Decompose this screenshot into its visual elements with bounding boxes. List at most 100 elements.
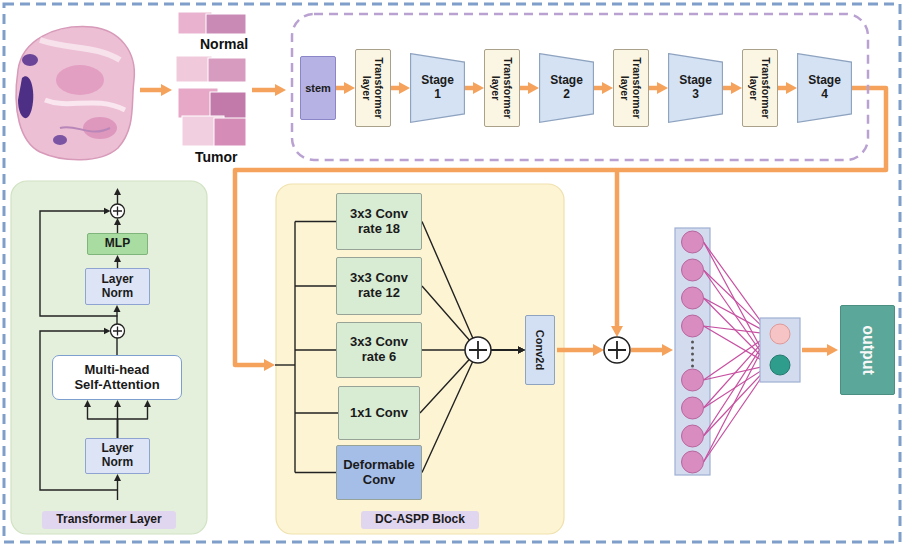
sum-symbol-part bbox=[608, 341, 626, 359]
fc-column bbox=[675, 228, 710, 475]
normal-patches-part bbox=[176, 56, 212, 82]
transformer-layer-panel: Transformer LayerMLPLayer NormMulti-head… bbox=[10, 180, 208, 535]
backbone-dashed-frame bbox=[292, 14, 868, 160]
outer-dashed-border bbox=[4, 4, 900, 542]
conv-box: 3x3 Conv rate 18 bbox=[336, 193, 422, 250]
node-label: 3x3 Conv rate 12 bbox=[337, 271, 421, 301]
sum-symbol-part bbox=[111, 324, 125, 338]
slide-image-part bbox=[83, 117, 117, 139]
neuron-ellipsis-part bbox=[691, 359, 694, 362]
branch-trunk-part bbox=[295, 285, 338, 286]
branch-trunk-part bbox=[275, 364, 295, 365]
neuron bbox=[682, 397, 704, 419]
neuron bbox=[682, 287, 704, 309]
layer-norm-box: Layer Norm bbox=[85, 268, 150, 305]
sum-symbol-part bbox=[469, 341, 487, 359]
output-box: output bbox=[840, 305, 895, 395]
panel-shape bbox=[11, 181, 207, 534]
neuron bbox=[682, 369, 704, 391]
flow-arrow bbox=[520, 86, 533, 91]
node-label: Stage 4 bbox=[805, 74, 845, 102]
output-neurons-part bbox=[770, 324, 790, 344]
normal-patches-part bbox=[208, 58, 246, 82]
conv2d-box: Conv2d bbox=[525, 315, 555, 385]
node-label: Layer Norm bbox=[86, 273, 149, 301]
conv-box: 3x3 Conv rate 6 bbox=[336, 322, 422, 378]
node-label: Stage 3 bbox=[676, 74, 716, 102]
node-label: Transformer layer bbox=[748, 53, 772, 123]
output-neurons-part bbox=[760, 318, 800, 382]
conv-box: Deformable Conv bbox=[336, 445, 422, 500]
stage-shape bbox=[540, 54, 594, 123]
transformer-box: Transformer layer bbox=[613, 49, 649, 127]
flow-arrow bbox=[594, 86, 607, 91]
neuron-ellipsis-part bbox=[691, 353, 694, 356]
flow-arrow-part bbox=[140, 88, 166, 93]
neuron-ellipsis-part bbox=[691, 365, 694, 368]
flow-arrow-part bbox=[615, 170, 620, 331]
flow-arrow bbox=[336, 86, 349, 91]
node-label: Layer Norm bbox=[86, 442, 149, 470]
flow-arrow-part bbox=[557, 348, 598, 353]
panel-title: Transformer Layer bbox=[42, 511, 175, 529]
residual-line-part bbox=[117, 478, 118, 500]
node-label: Deformable Conv bbox=[337, 458, 421, 488]
branch-trunk-part bbox=[295, 472, 338, 473]
branch-trunk-part bbox=[295, 221, 338, 222]
mlp-box: MLP bbox=[87, 233, 148, 255]
node-label: Stage 1 bbox=[418, 74, 458, 102]
node-label: stem bbox=[305, 82, 331, 95]
output-neurons-part bbox=[770, 355, 790, 375]
tumor-patches-part bbox=[214, 118, 246, 146]
neuron bbox=[682, 451, 704, 473]
stage-shape bbox=[798, 54, 852, 123]
layer-norm-box: Layer Norm bbox=[85, 438, 150, 474]
patch-label: Tumor bbox=[193, 149, 240, 165]
branch-trunk-part bbox=[295, 412, 338, 413]
slide-image-part bbox=[56, 65, 104, 95]
node-label: MLP bbox=[105, 237, 130, 251]
stage-block: Stage 2 bbox=[539, 53, 594, 123]
flow-arrow bbox=[391, 86, 404, 91]
slide-image-part bbox=[53, 135, 67, 145]
flow-arrow-part bbox=[631, 348, 667, 353]
slide-image bbox=[16, 27, 134, 160]
flow-arrow-part bbox=[252, 88, 280, 93]
slide-image-part bbox=[45, 100, 125, 110]
data-arrow bbox=[422, 222, 521, 351]
node-label: Conv2d bbox=[534, 319, 547, 381]
neuron-ellipsis-part bbox=[691, 341, 694, 344]
sum-symbol-part bbox=[111, 204, 125, 218]
neuron-ellipsis bbox=[691, 341, 694, 368]
node-label: Transformer layer bbox=[619, 53, 643, 123]
branch-trunk-part bbox=[295, 349, 338, 350]
node-label: Transformer layer bbox=[490, 53, 514, 123]
neuron bbox=[682, 259, 704, 281]
transformer-box: Transformer layer bbox=[742, 49, 778, 127]
branch-trunk-part bbox=[294, 222, 295, 473]
neuron bbox=[682, 231, 704, 473]
slide-image-part bbox=[18, 76, 33, 118]
attention-box: Multi-head Self-Attention bbox=[52, 355, 182, 400]
output-neurons bbox=[760, 318, 800, 382]
flow-arrow-part bbox=[802, 348, 832, 353]
flow-arrow bbox=[649, 86, 662, 91]
panel-title: DC-ASPP Block bbox=[361, 511, 479, 529]
slide-image-part bbox=[40, 40, 120, 60]
node-label: 3x3 Conv rate 6 bbox=[337, 335, 421, 365]
conv-box: 3x3 Conv rate 12 bbox=[336, 257, 422, 315]
sum-symbol-part bbox=[604, 337, 630, 363]
neuron-ellipsis-part bbox=[691, 347, 694, 350]
data-arrow bbox=[88, 404, 118, 438]
data-arrow bbox=[422, 350, 521, 473]
stage-block: Stage 1 bbox=[410, 53, 465, 123]
data-arrow bbox=[118, 404, 148, 438]
branch-trunk bbox=[275, 222, 338, 473]
flow-arrow bbox=[723, 86, 736, 91]
neuron bbox=[682, 231, 704, 253]
conv-box: 1x1 Conv bbox=[338, 386, 420, 440]
neuron bbox=[682, 425, 704, 447]
dc-aspp-panel: DC-ASPP Block 3x3 Conv rate 18 3x3 Conv ra… bbox=[275, 183, 565, 535]
node-label: Transformer layer bbox=[361, 53, 385, 123]
